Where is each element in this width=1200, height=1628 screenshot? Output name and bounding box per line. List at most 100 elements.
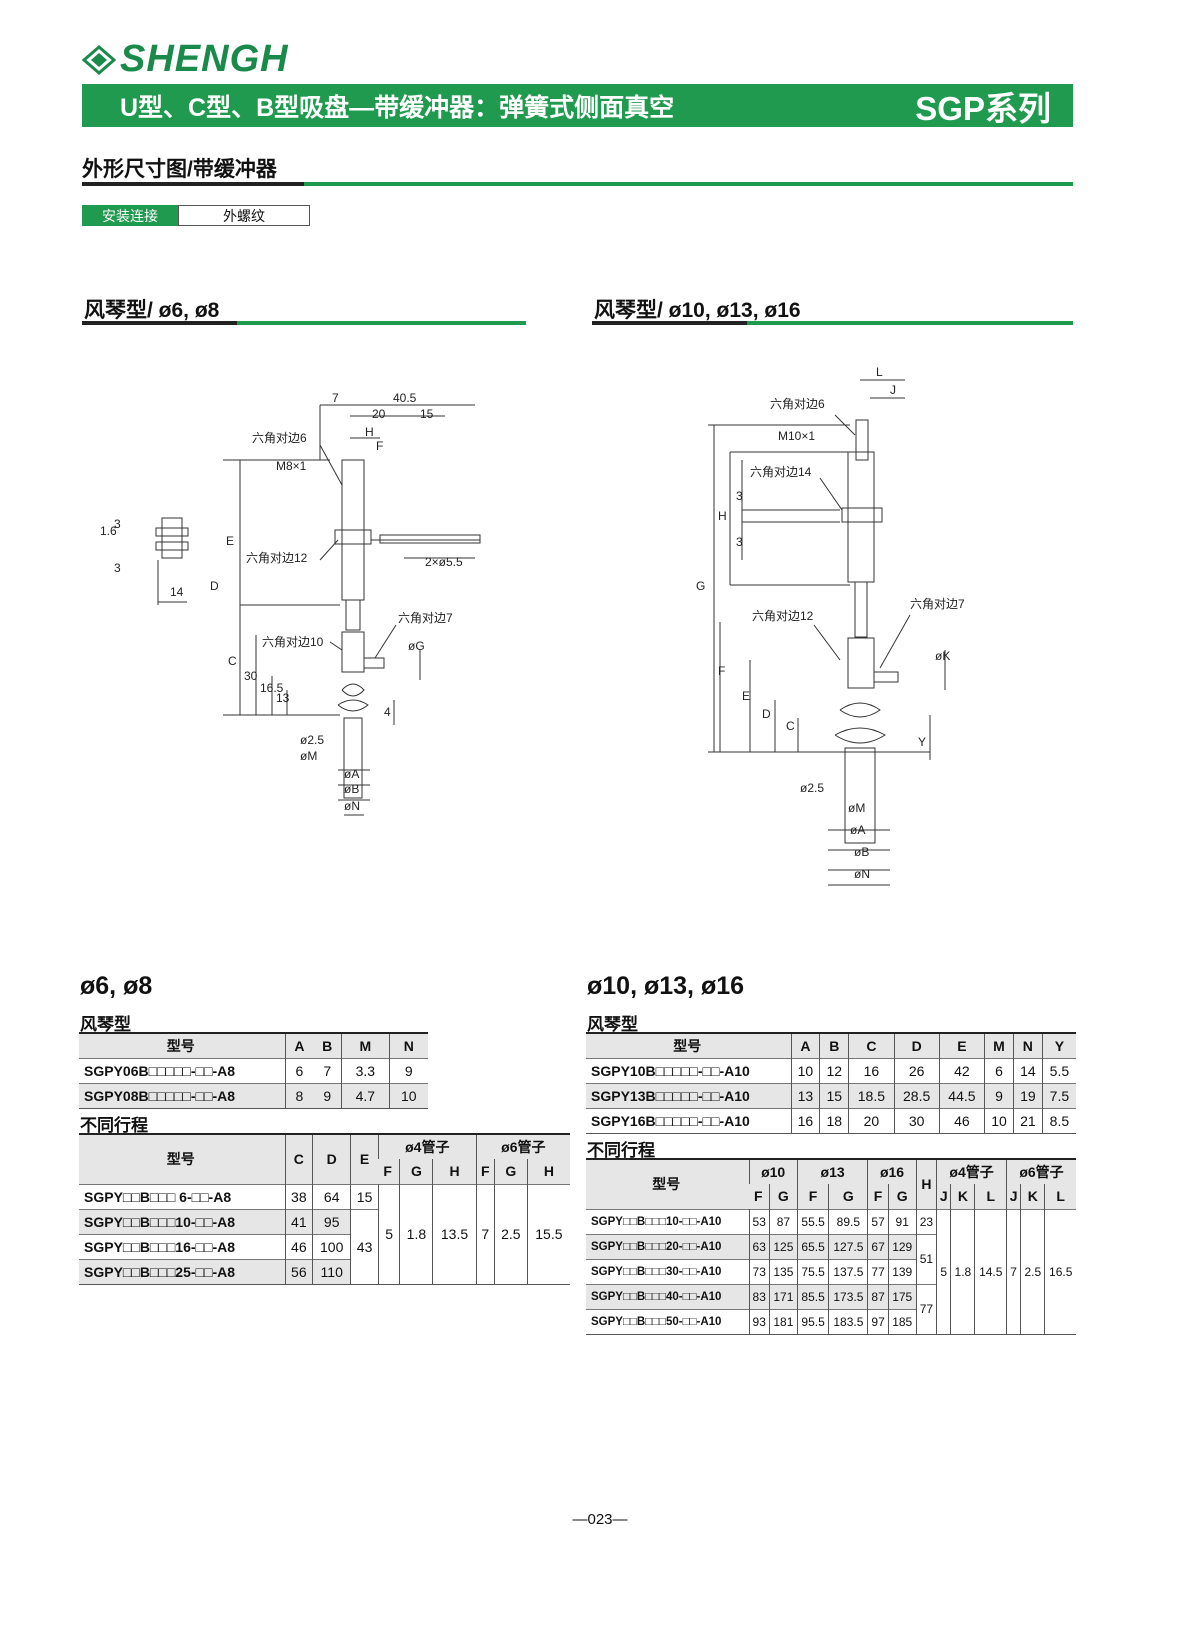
table-cell: SGPY□□B□□□20-□□-A10 [586,1234,749,1259]
left-type-label: 风琴型 [80,1015,131,1034]
table-cell: 23 [915,1209,937,1234]
table-cell: 16.5 [1044,1209,1076,1334]
dim-2-5: ø2.5 [300,733,324,747]
dim-40-5: 40.5 [393,391,417,405]
col-j: J [1006,1184,1021,1209]
section-title: 外形尺寸图/带缓冲器 [82,158,277,181]
col-tube6: ø6管子 [1006,1158,1076,1184]
table-cell: 55.5 [796,1209,829,1234]
table-cell: 57 [867,1209,889,1234]
section-divider [82,182,1073,186]
table-cell: 135 [768,1259,798,1284]
table-cell: 16 [848,1058,895,1083]
dim-13: 13 [276,691,290,705]
table-cell: 10 [984,1108,1014,1133]
table-cell: 89.5 [828,1209,868,1234]
banner-title: U型、C型、B型吸盘—带缓冲器：弹簧式侧面真空 [120,93,675,122]
table-cell: 21 [1012,1108,1043,1133]
table-cell: 26 [893,1058,940,1083]
dim-j: J [890,383,896,397]
table-cell: 46 [938,1108,985,1133]
table-cell: 18 [819,1108,849,1133]
table-cell: 7 [323,1062,332,1079]
col-b: B [313,1032,342,1058]
table-cell: 28.5 [893,1083,940,1108]
dim-h: H [718,509,727,523]
table-cell: 173.5 [828,1284,868,1309]
table-cell: 75.5 [796,1259,829,1284]
table-cell: 8 [284,1083,314,1108]
table-cell: 77 [915,1284,937,1334]
table-cell: SGPY10B□□□□□-□□-A10 [591,1062,750,1079]
dim-1-6: 1.6 [100,524,117,538]
table-cell: 13 [790,1083,820,1108]
table-cell: 12 [819,1058,849,1083]
table-cell: 1.8 [399,1184,433,1284]
table-cell: 5 [936,1209,951,1334]
dim-c: C [786,719,795,733]
page-number: —023— [572,1511,628,1528]
table-cell: E [938,1032,985,1058]
col-h: H [915,1158,937,1209]
table-cell: 83 [748,1284,770,1309]
table-cell: D [893,1032,940,1058]
dim-g: G [696,579,705,593]
label-hex7: 六角对边7 [398,611,453,625]
table-cell: 2.5 [493,1184,528,1284]
table-cell: 85.5 [796,1284,829,1309]
table-cell: 67 [867,1234,889,1259]
table-cell: 125 [768,1234,798,1259]
dim-20: 20 [372,407,386,421]
col-h: H [526,1159,570,1184]
table-cell: N [1012,1032,1043,1058]
table-cell: SGPY13B□□□□□-□□-A10 [586,1083,791,1108]
table-cell: 16 [790,1108,820,1133]
col-f: F [378,1159,400,1184]
left-table-heading: ø6, ø8 [80,972,153,1000]
table-cell: B [819,1032,849,1058]
table-cell: 63 [748,1234,770,1259]
col-g: G [399,1159,433,1184]
table-cell: 9 [984,1083,1014,1108]
table-cell: 19 [1012,1083,1043,1108]
table-cell: SGPY□□B□□□30-□□-A10 [591,1265,722,1278]
table-cell: SGPY□□B□□□40-□□-A10 [586,1284,749,1309]
table-cell: 6 [284,1058,314,1083]
dim-y: Y [918,735,926,749]
left-stroke-label: 不同行程 [80,1116,148,1135]
table-cell: 77 [867,1259,889,1284]
table-cell: 139 [887,1259,917,1284]
dim-14: 14 [170,585,184,599]
table-cell: 87 [867,1284,889,1309]
table-cell: 87 [768,1209,798,1234]
col-d: D [312,1133,351,1184]
table-cell: 64 [312,1184,351,1209]
table-cell: 型号 [586,1032,791,1058]
title-banner: U型、C型、B型吸盘—带缓冲器：弹簧式侧面真空 SGP系列 [82,84,1073,127]
dim-g: øG [408,639,425,653]
dim-l: L [876,365,883,379]
right-type-label: 风琴型 [587,1015,638,1034]
table-cell: 10 [388,1083,428,1108]
label-thread: M8×1 [276,459,307,473]
col-f: F [475,1159,495,1184]
table-cell: 18.5 [848,1083,895,1108]
series-name: SGP系列 [915,89,1051,127]
col-model: 型号 [79,1133,285,1184]
col-d13: ø13 [796,1158,868,1184]
table-cell: 30 [893,1108,940,1133]
table-cell: A [790,1032,820,1058]
table-cell: 137.5 [828,1259,868,1284]
table-cell: 183.5 [828,1309,868,1334]
dim-30: 30 [244,669,258,683]
col-g: G [828,1184,868,1209]
label-hex12: 六角对边12 [246,551,308,565]
table-cell: SGPY□□B□□□16-□□-A8 [84,1238,235,1255]
col-h: H [432,1159,477,1184]
right-dimension-drawing: L J 六角对边6 M10×1 六角对边14 3 H 3 G 六角对边7 六角对… [696,365,965,886]
